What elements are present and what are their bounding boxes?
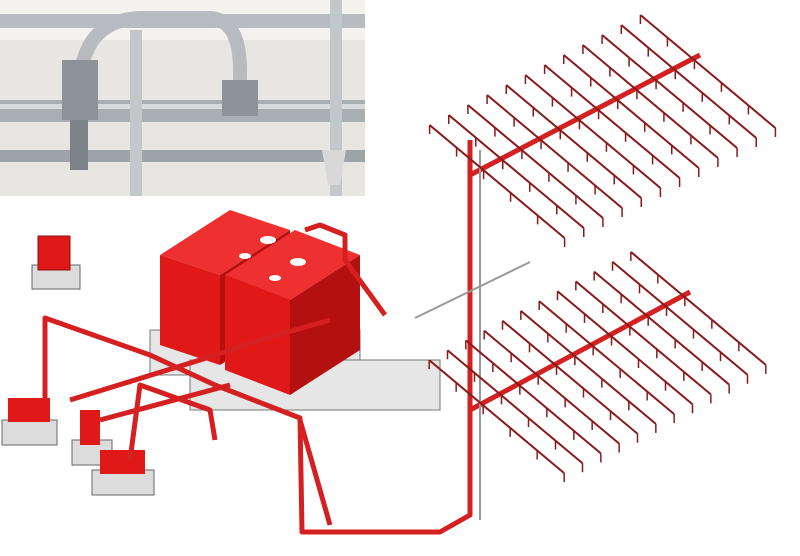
main-pipes: [42, 52, 702, 535]
sprinkler-grids: [428, 14, 777, 483]
sprinkler-branch-line: [524, 74, 662, 189]
sprinkler-branch-line: [448, 114, 585, 229]
sprinkler-branch-line: [601, 34, 738, 149]
sprinkler-branch-line: [520, 310, 657, 425]
sprinkler-branch-line: [428, 359, 565, 474]
sprinkler-branch-line: [611, 260, 749, 376]
sprinkler-branch-line: [582, 44, 719, 159]
sprinkler-branch-line: [501, 319, 639, 435]
sprinkler-branch-line: [630, 251, 767, 366]
sprinkler-branch-line: [639, 14, 777, 129]
sprinkler-branch-line: [593, 270, 730, 386]
lower-grid: [428, 251, 767, 483]
water-tanks: [149, 210, 441, 411]
sprinkler-branch-line: [538, 300, 675, 415]
sprinkler-branch-line: [465, 339, 602, 455]
sprinkler-branch-line: [428, 124, 566, 239]
upper-grid: [428, 14, 777, 247]
drain-riser: [414, 150, 531, 520]
control-cabinet: [31, 235, 81, 290]
sprinkler-branch-line: [486, 94, 623, 209]
sprinkler-branch-line: [575, 280, 712, 396]
sprinkler-branch-line: [505, 84, 642, 199]
sprinkler-branch-line: [446, 349, 584, 465]
sprinkler-pipe-photo: [0, 0, 365, 196]
sprinkler-branch-line: [483, 329, 620, 445]
sprinkler-branch-line: [620, 24, 757, 139]
pumps: [1, 398, 155, 496]
sprinkler-branch-line: [556, 290, 694, 406]
sprinkler-branch-line: [543, 64, 681, 179]
sprinkler-branch-line: [467, 104, 604, 219]
sprinkler-branch-line: [563, 54, 700, 169]
